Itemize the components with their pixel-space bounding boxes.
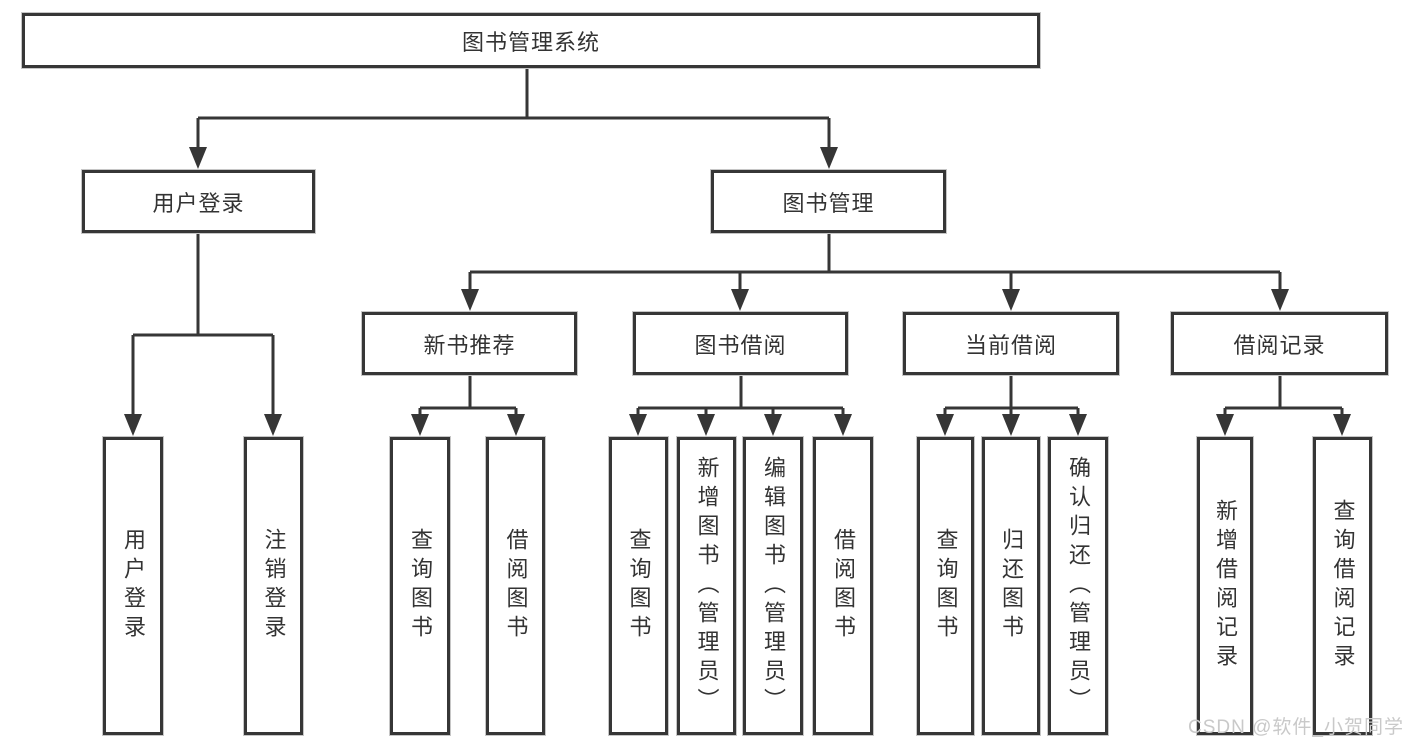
leaf-add-borrow-record: 新增借阅记录 [1197,437,1253,735]
leaf-label: 查询借阅记录 [1330,499,1356,673]
node-current-borrowing: 当前借阅 [903,312,1119,375]
leaf-label: 新增借阅记录 [1213,499,1238,673]
leaf-return-book: 归还图书 [982,437,1040,735]
leaf-label: 借阅图书 [831,528,856,644]
node-book-borrowing: 图书借阅 [633,312,848,375]
leaf-label: 查询图书 [626,528,652,644]
leaf-label: 查询图书 [933,528,959,644]
node-library-system: 图书管理系统 [22,13,1040,68]
leaf-label: 注销登录 [261,528,287,644]
leaf-query-borrow-record: 查询借阅记录 [1313,437,1372,735]
leaf-label: 新增图书（管理员） [694,455,720,717]
csdn-watermark: CSDN @软件_小贺同学 [1188,717,1404,738]
leaf-edit-book-admin: 编辑图书（管理员） [743,437,803,735]
leaf-query-books-recommend: 查询图书 [390,437,450,735]
leaf-label: 借阅图书 [503,528,529,644]
leaf-query-books-current: 查询图书 [917,437,974,735]
leaf-add-book-admin: 新增图书（管理员） [677,437,736,735]
node-new-book-recommendation: 新书推荐 [362,312,577,375]
leaf-user-login: 用户登录 [103,437,163,735]
leaf-logout-login: 注销登录 [244,437,303,735]
leaf-label: 归还图书 [999,528,1024,644]
leaf-query-books-borrowing: 查询图书 [609,437,668,735]
leaf-label: 确认归还（管理员） [1066,455,1091,717]
leaf-label: 编辑图书（管理员） [761,455,786,717]
node-label: 新书推荐 [423,332,516,358]
leaf-borrow-books-borrowing: 借阅图书 [813,437,873,735]
node-user-login: 用户登录 [82,170,315,233]
leaf-confirm-return-admin: 确认归还（管理员） [1048,437,1108,735]
node-label: 图书管理 [782,190,875,216]
node-label: 图书管理系统 [461,29,600,55]
leaf-borrow-books-recommend: 借阅图书 [486,437,545,735]
leaf-label: 查询图书 [408,528,433,644]
node-label: 图书借阅 [694,332,787,358]
leaf-label: 用户登录 [121,528,146,644]
node-label: 借阅记录 [1233,332,1326,358]
node-book-management: 图书管理 [711,170,946,233]
node-label: 用户登录 [152,190,245,216]
node-borrowing-records: 借阅记录 [1171,312,1388,375]
node-label: 当前借阅 [964,332,1057,358]
